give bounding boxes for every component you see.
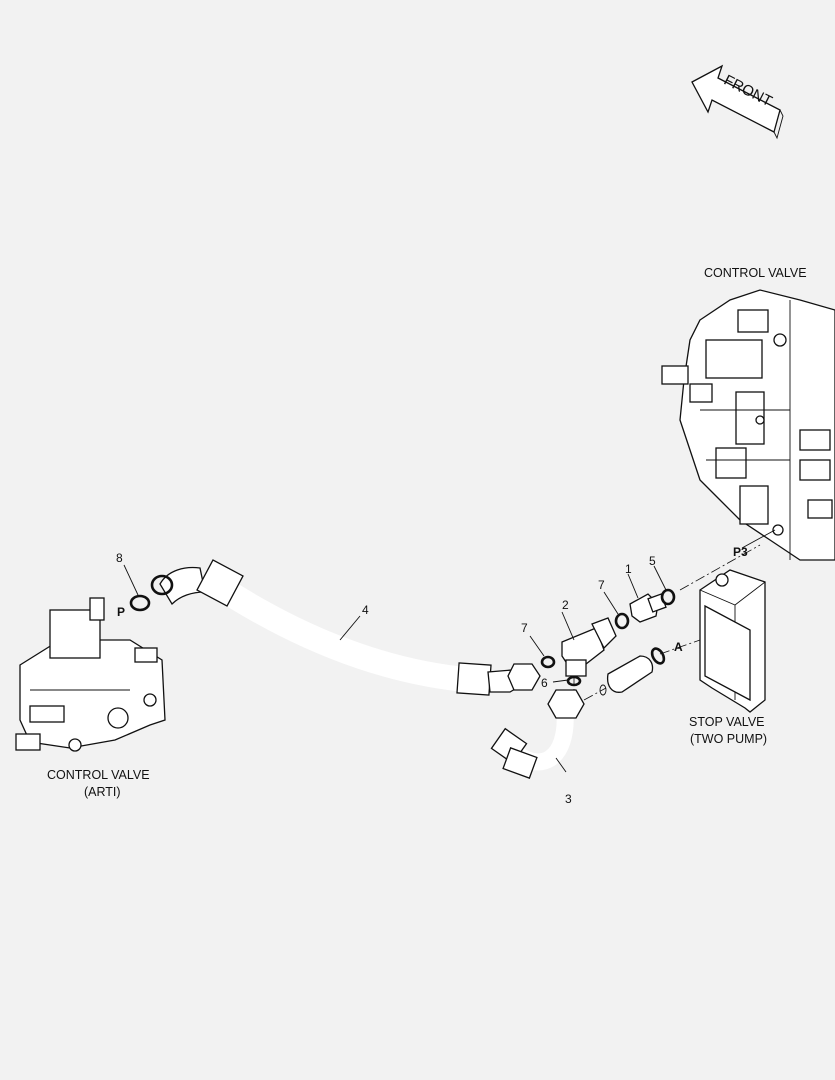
- elbow-fitting-part-2: [561, 617, 617, 677]
- callout-2: 2: [562, 598, 569, 612]
- main-control-valve-drawing: [661, 289, 835, 561]
- adapter-part-1: [629, 593, 667, 623]
- main-control-valve-label: CONTROL VALVE: [704, 266, 807, 280]
- o-ring-part-7-left: [540, 655, 556, 669]
- port-a-label: A: [674, 640, 683, 654]
- callout-8: 8: [116, 551, 123, 565]
- stop-valve-drawing: [699, 569, 766, 713]
- callout-7-upper: 7: [598, 578, 605, 592]
- flange-ring: [150, 574, 174, 596]
- callout-3: 3: [565, 792, 572, 806]
- port-p3-label: P3: [733, 545, 748, 559]
- callout-1: 1: [625, 562, 632, 576]
- assembly-centerlines: [573, 544, 761, 701]
- hose-part-3: [490, 689, 585, 779]
- arti-control-valve-label-line2: (ARTI): [84, 785, 121, 799]
- o-ring-part-8: [129, 594, 151, 612]
- o-ring-stop-valve: [599, 684, 607, 696]
- stop-valve-fitting: [606, 647, 666, 693]
- callout-5: 5: [649, 554, 656, 568]
- stop-valve-label-line1: STOP VALVE: [689, 715, 765, 729]
- callout-6: 6: [541, 676, 548, 690]
- arti-control-valve-drawing: [15, 597, 166, 752]
- o-ring-part-7-right: [614, 612, 630, 630]
- port-p-label: P: [117, 605, 125, 619]
- o-ring-part-5: [660, 588, 676, 606]
- stop-valve-label-line2: (TWO PUMP): [690, 732, 767, 746]
- callout-4: 4: [362, 603, 369, 617]
- front-arrow-icon: FRONT: [691, 64, 784, 140]
- arti-control-valve-label-line1: CONTROL VALVE: [47, 768, 150, 782]
- callout-7-lower: 7: [521, 621, 528, 635]
- leader-lines: [123, 529, 776, 773]
- hose-part-4: [159, 559, 541, 696]
